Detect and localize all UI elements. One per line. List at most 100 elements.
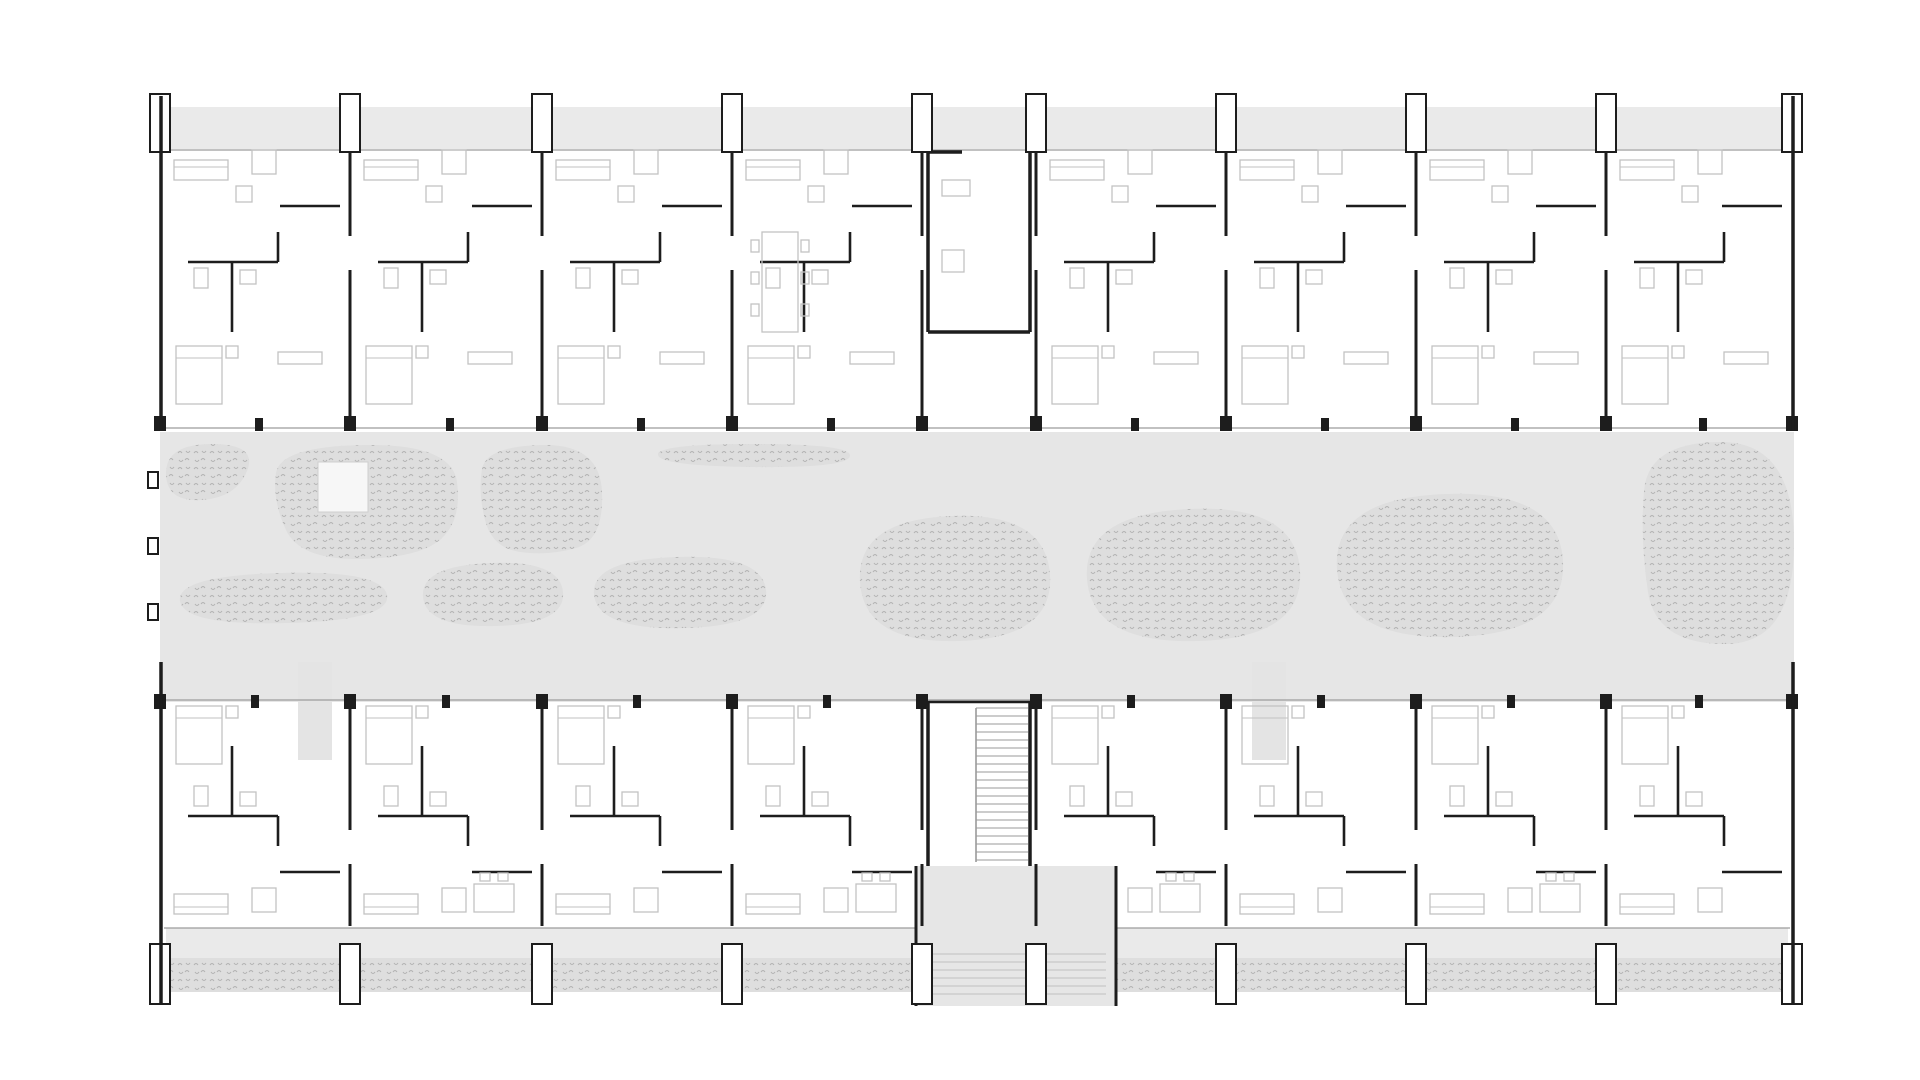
- column-stub: [1695, 695, 1703, 708]
- bed: [557, 345, 605, 405]
- planting-bed: [1086, 508, 1301, 642]
- column-stub: [823, 695, 831, 708]
- washbasin: [1685, 791, 1703, 807]
- armchair: [633, 887, 659, 913]
- chair: [1563, 872, 1575, 882]
- washbasin: [1305, 269, 1323, 285]
- armchair: [251, 887, 277, 913]
- armchair: [1507, 149, 1533, 175]
- pilaster: [1215, 943, 1237, 1005]
- bed: [175, 705, 223, 765]
- sofa: [555, 159, 611, 181]
- armchair: [1317, 887, 1343, 913]
- bed: [557, 705, 605, 765]
- dining-table: [761, 231, 799, 333]
- nightstand: [1481, 705, 1495, 719]
- pilaster: [1025, 93, 1047, 153]
- sofa: [1619, 893, 1675, 915]
- sofa: [1429, 159, 1485, 181]
- sofa: [1239, 893, 1295, 915]
- sofa: [555, 893, 611, 915]
- sofa: [1429, 893, 1485, 915]
- washbasin: [1115, 791, 1133, 807]
- pilaster: [1405, 943, 1427, 1005]
- chair: [800, 303, 810, 317]
- planting-bed: [422, 562, 564, 627]
- planting-bed: [593, 556, 767, 629]
- loggia: [1252, 662, 1286, 760]
- column-stub: [1699, 418, 1707, 431]
- column-stub: [1321, 418, 1329, 431]
- side-table: [1111, 185, 1129, 203]
- column-stub: [1317, 695, 1325, 708]
- chair: [1183, 872, 1195, 882]
- bathtub: [575, 785, 591, 807]
- wardrobe: [1153, 351, 1199, 365]
- pilaster: [1595, 93, 1617, 153]
- sofa: [173, 893, 229, 915]
- column-stub: [637, 418, 645, 431]
- bathtub: [765, 785, 781, 807]
- chair: [750, 271, 760, 285]
- washbasin: [239, 791, 257, 807]
- bathtub: [765, 267, 781, 289]
- wardrobe: [1723, 351, 1769, 365]
- washbasin: [1495, 791, 1513, 807]
- column-stub: [536, 694, 548, 709]
- bed: [175, 345, 223, 405]
- column-stub: [442, 695, 450, 708]
- column-stub: [1511, 418, 1519, 431]
- pilaster: [911, 93, 933, 153]
- loggia: [298, 662, 332, 760]
- side-table: [235, 185, 253, 203]
- nightstand: [797, 345, 811, 359]
- chair: [750, 239, 760, 253]
- column-stub: [344, 416, 356, 431]
- bathtub: [383, 785, 399, 807]
- side-table: [807, 185, 825, 203]
- column-stub: [726, 416, 738, 431]
- bathtub: [193, 785, 209, 807]
- column-stub: [1410, 416, 1422, 431]
- washbasin: [1495, 269, 1513, 285]
- planting-bed: [480, 444, 603, 554]
- nightstand: [1291, 345, 1305, 359]
- sofa: [1049, 159, 1105, 181]
- pilaster: [1215, 93, 1237, 153]
- chair: [879, 872, 891, 882]
- balcony-band: [166, 107, 1788, 149]
- pilaster: [721, 943, 743, 1005]
- nightstand: [607, 345, 621, 359]
- bed: [747, 705, 795, 765]
- armchair: [1127, 149, 1153, 175]
- wardrobe: [277, 351, 323, 365]
- wall-stub: [147, 603, 159, 621]
- side-table: [617, 185, 635, 203]
- bed: [365, 345, 413, 405]
- column-stub: [1127, 695, 1135, 708]
- dining-table: [855, 883, 897, 913]
- bed: [1621, 705, 1669, 765]
- washbasin: [1305, 791, 1323, 807]
- chair: [479, 872, 491, 882]
- wardrobe: [1343, 351, 1389, 365]
- pilaster: [1405, 93, 1427, 153]
- wardrobe: [659, 351, 705, 365]
- bed: [1431, 345, 1479, 405]
- nightstand: [1671, 345, 1685, 359]
- pilaster: [339, 93, 361, 153]
- washbasin: [239, 269, 257, 285]
- armchair: [823, 887, 849, 913]
- bathtub: [1259, 785, 1275, 807]
- bathtub: [193, 267, 209, 289]
- bed: [1051, 705, 1099, 765]
- planting-bed: [657, 444, 851, 468]
- chair: [800, 239, 810, 253]
- bed: [1241, 705, 1289, 765]
- nightstand: [607, 705, 621, 719]
- column-stub: [1410, 694, 1422, 709]
- armchair: [1317, 149, 1343, 175]
- armchair: [633, 149, 659, 175]
- pilaster: [339, 943, 361, 1005]
